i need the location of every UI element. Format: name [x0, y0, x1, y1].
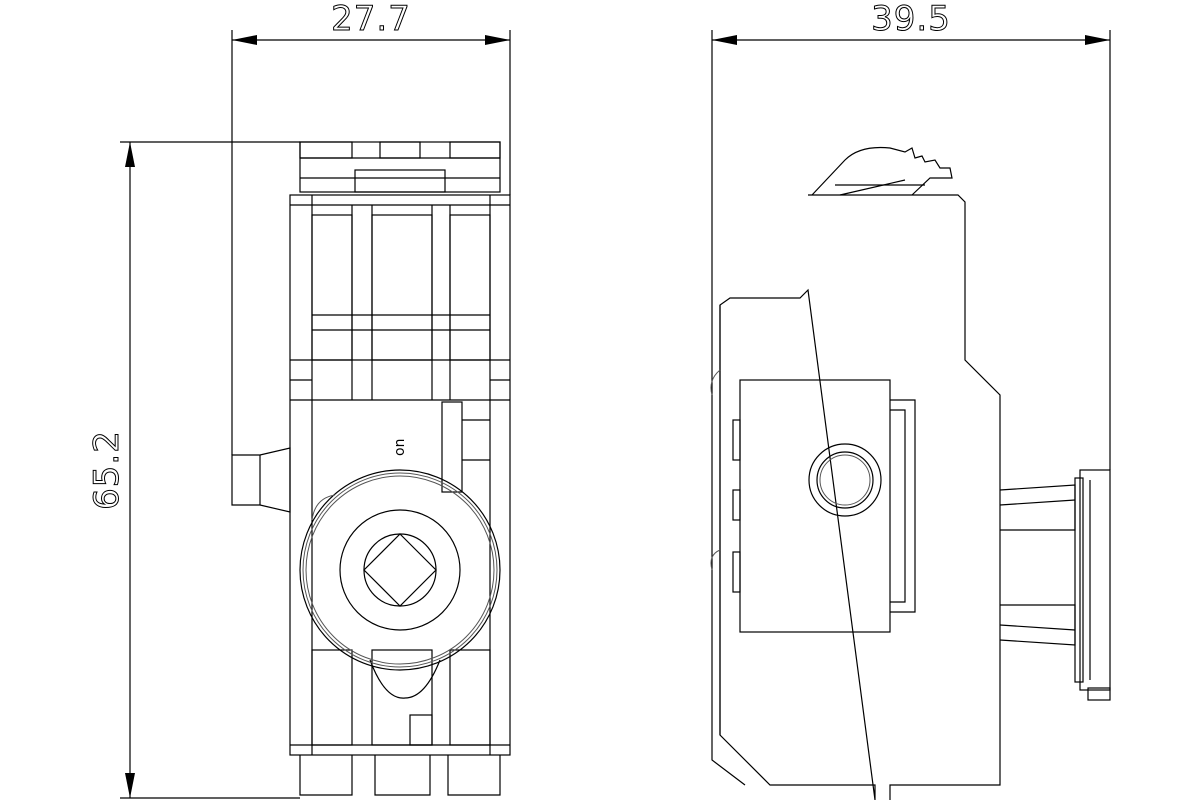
knob-on-marking: on	[392, 439, 408, 456]
width-dimension-label: 27.7	[331, 0, 411, 39]
height-dimension-label: 65.2	[87, 430, 127, 510]
rotary-knob: on	[299, 439, 501, 699]
depth-dimension: 39.5	[711, 0, 1111, 470]
depth-dimension-label: 39.5	[871, 0, 951, 39]
width-dimension: 27.7	[231, 0, 511, 455]
side-view: 39.5	[710, 0, 1111, 800]
height-dimension: 65.2	[87, 141, 300, 799]
front-view: 27.7 65.2	[87, 0, 511, 799]
